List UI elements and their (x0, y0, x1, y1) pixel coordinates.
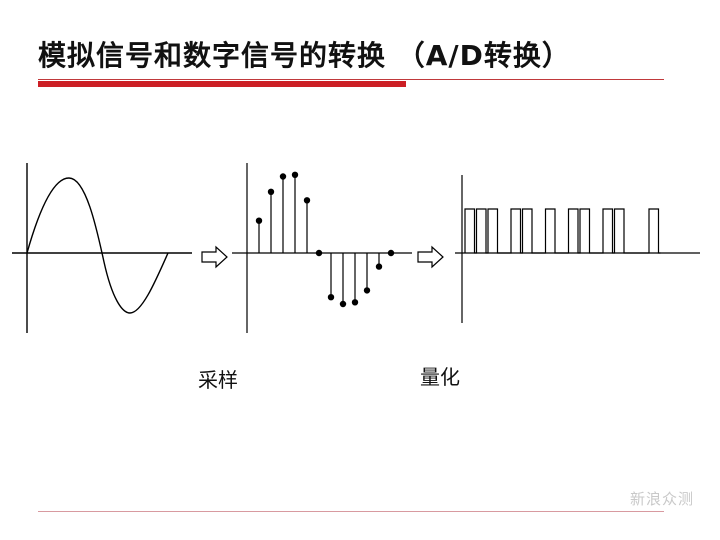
sample-point (363, 287, 371, 294)
quantized-signal-panel (455, 175, 700, 323)
caption-quantization: 量化 (420, 365, 460, 389)
sample-point (327, 294, 335, 301)
right-arrow-icon (417, 245, 444, 269)
footer-rule (38, 511, 664, 512)
sampled-signal-panel (232, 163, 412, 333)
sample-point (351, 299, 359, 306)
sample-point (303, 197, 311, 204)
title-underline-accent (38, 81, 406, 87)
sample-point (315, 249, 323, 257)
analog-sine-wave (26, 177, 169, 314)
sample-point (375, 263, 383, 270)
sample-point (255, 217, 263, 224)
caption-sampling: 采样 (198, 368, 238, 392)
sample-point (291, 171, 299, 178)
watermark: 新浪众测 (630, 490, 695, 508)
right-arrow-icon (201, 245, 228, 269)
title-underline-thin (38, 79, 664, 80)
sample-point (267, 188, 275, 195)
slide-title: 模拟信号和数字信号的转换 （A/D转换） (38, 39, 571, 72)
sample-point (387, 249, 395, 257)
analog-signal-panel (12, 163, 192, 333)
quantized-pulse-train (464, 208, 661, 254)
sample-point (339, 300, 347, 308)
sample-point (279, 173, 287, 180)
